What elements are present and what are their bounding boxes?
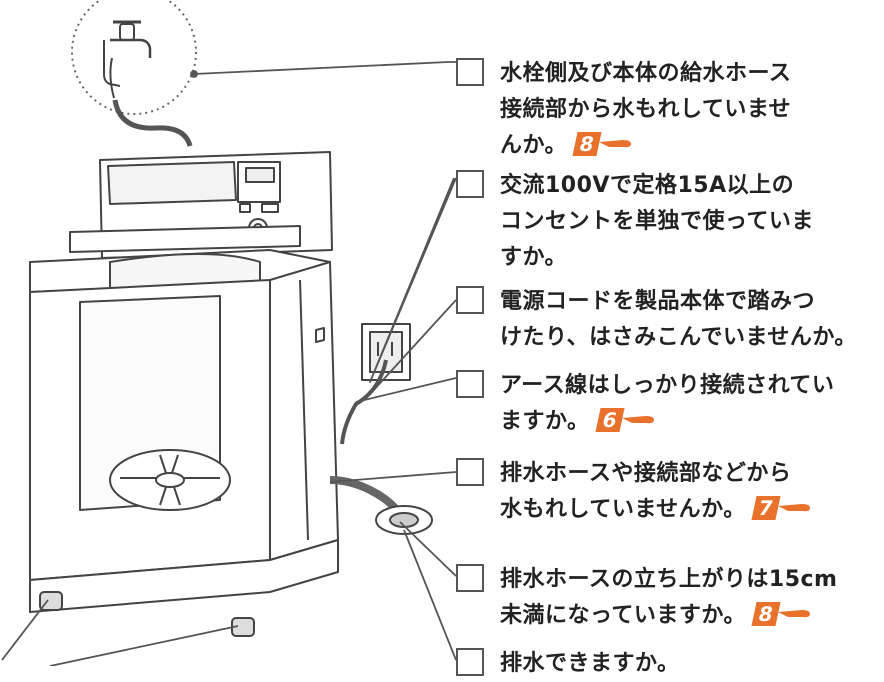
- pointer-lines: [1, 61, 457, 666]
- washing-machine-illustration: [1, 0, 457, 666]
- hand-pointer-icon: [599, 140, 632, 148]
- checklist-item-drain-hose-height: 排水ホースの立ち上がりは15cm 未満になっていますか。8: [456, 562, 837, 634]
- hand-pointer-icon: [777, 504, 810, 512]
- checkbox[interactable]: [456, 564, 484, 592]
- checklist-item-earth-wire: アース線はしっかり接続されてい ますか。6: [456, 368, 834, 440]
- hand-pointer-icon: [621, 416, 654, 424]
- page-reference: 7: [751, 496, 812, 520]
- checkbox[interactable]: [456, 370, 484, 398]
- washing-machine-icon: [29, 151, 339, 637]
- power-outlet-icon: [340, 323, 411, 445]
- drain-icon: [329, 476, 433, 535]
- faucet-detail-circle: [71, 0, 197, 115]
- checkbox[interactable]: [456, 58, 484, 86]
- checkbox[interactable]: [456, 648, 484, 676]
- checklist-item-power-cord: 電源コードを製品本体で踏みつ けたり、はさみこんでいませんか。: [456, 284, 857, 356]
- checklist-item-power-outlet: 交流100Vで定格15A以上の コンセントを単独で使っていま すか。: [456, 168, 814, 276]
- checklist-item-water-supply-hose: 水栓側及び本体の給水ホース 接続部から水もれしていませ んか。8: [456, 56, 791, 164]
- hand-pointer-icon: [777, 610, 810, 618]
- checkbox[interactable]: [456, 170, 484, 198]
- checklist-item-drainage: 排水できますか。: [456, 646, 680, 682]
- checkbox[interactable]: [456, 458, 484, 486]
- faucet-icon: [103, 20, 152, 99]
- checklist-item-drain-hose-leak: 排水ホースや接続部などから 水もれしていませんか。7: [456, 456, 812, 528]
- page-reference: 6: [595, 408, 656, 432]
- checkbox[interactable]: [456, 286, 484, 314]
- page-reference: 8: [751, 602, 812, 626]
- page-reference: 8: [572, 132, 633, 156]
